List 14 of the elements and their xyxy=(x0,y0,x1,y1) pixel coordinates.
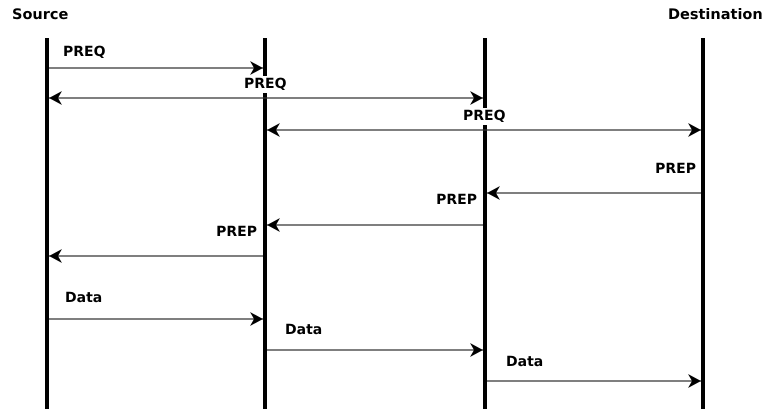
edge-label: PREQ xyxy=(62,44,107,61)
edge-label: PREQ xyxy=(243,76,288,93)
arrow xyxy=(49,312,263,326)
lifeline-label: Source xyxy=(12,6,68,24)
edge-label: PREQ xyxy=(462,108,507,125)
arrow xyxy=(487,186,701,200)
arrow xyxy=(49,91,483,105)
arrow xyxy=(49,249,263,263)
lifeline-label: Destination xyxy=(668,6,763,24)
arrow xyxy=(267,123,701,137)
arrow xyxy=(487,374,701,388)
arrow xyxy=(267,218,483,232)
arrow xyxy=(267,343,483,357)
arrow xyxy=(49,61,263,75)
